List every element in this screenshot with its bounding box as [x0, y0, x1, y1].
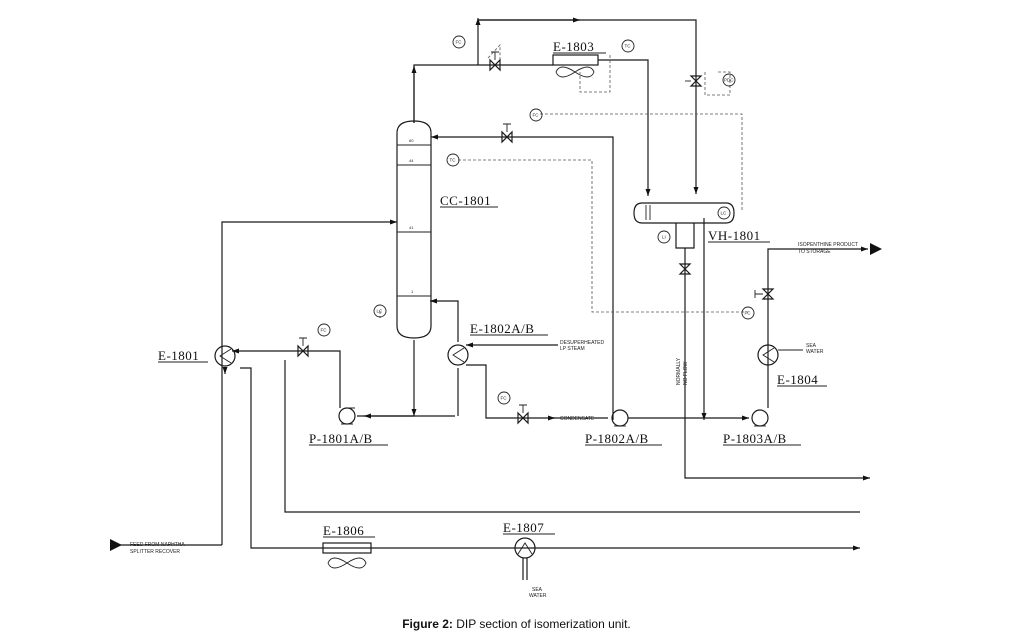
svg-text:FC: FC: [533, 113, 540, 118]
e-1804-label: E-1804: [777, 372, 818, 387]
control-lines: [379, 43, 748, 318]
air-cooler-e-1806[interactable]: [322, 542, 372, 569]
column-cc-1801[interactable]: 60 44 41 1: [396, 120, 432, 339]
product-label-2: TO STORAGE: [798, 249, 831, 255]
fc-reflux-instrument[interactable]: FC: [529, 108, 543, 122]
exchanger-e-1801[interactable]: [214, 345, 236, 367]
svg-text:FC: FC: [501, 396, 508, 401]
lc-column-instrument[interactable]: LC: [373, 304, 387, 318]
tray-41: 41: [409, 225, 414, 230]
p-1802-label: P-1802A/B: [585, 431, 649, 446]
svg-text:FC: FC: [321, 328, 328, 333]
e-1806-label: E-1806: [323, 523, 364, 538]
reboiler-e-1802[interactable]: [447, 344, 469, 366]
feed-label-1: FEED FROM NAPHTHA: [130, 542, 185, 548]
steam-label-2: LP STEAM: [560, 346, 585, 352]
svg-text:FC: FC: [456, 40, 463, 45]
feed-label-2: SPLITTER RECOVER: [130, 549, 180, 555]
p-1803-label: P-1803A/B: [723, 431, 787, 446]
valve-condensate[interactable]: [517, 411, 529, 425]
pdc-instrument[interactable]: PDC: [722, 73, 736, 87]
valve-reflux[interactable]: [501, 130, 513, 144]
valve-drum-outlet[interactable]: [678, 263, 692, 275]
valve-bottoms[interactable]: [297, 344, 309, 358]
svg-text:TC: TC: [450, 158, 457, 163]
pump-p-1802[interactable]: [611, 409, 629, 427]
cooler-e-1807[interactable]: [514, 537, 536, 559]
vh-1801-label: VH-1801: [708, 228, 761, 243]
fc-product-instrument[interactable]: FC: [741, 306, 755, 320]
e-1807-label: E-1807: [503, 520, 544, 535]
e-1801-label: E-1801: [158, 348, 199, 363]
sea-water-e1807-1: SEA: [532, 587, 543, 593]
pid-diagram: 60 44 41 1 CC-1801 E-1803 VH-1801 E-1801…: [110, 17, 882, 599]
product-label-1: ISOPENTHINE PRODUCT: [798, 242, 858, 248]
lc-drum-instrument[interactable]: LC: [717, 206, 731, 220]
svg-text:LC: LC: [721, 211, 728, 216]
figure-caption: Figure 2: DIP section of isomerization u…: [0, 617, 1033, 631]
svg-text:TC: TC: [625, 44, 632, 49]
pump-p-1801[interactable]: [338, 407, 356, 425]
valve-pdc[interactable]: [689, 75, 703, 87]
tray-44: 44: [409, 158, 414, 163]
valves: [297, 51, 775, 425]
air-cooler-e-1803[interactable]: [552, 54, 599, 78]
e-1803-label: E-1803: [553, 39, 594, 54]
steam-label-1: DESUPERHEATED: [560, 340, 604, 346]
valve-overhead[interactable]: [489, 58, 501, 72]
svg-text:LI: LI: [662, 235, 666, 240]
svg-text:PDC: PDC: [724, 78, 734, 83]
condensate-label: CONDENSATE: [560, 416, 595, 422]
fc-overhead-instrument[interactable]: FC: [452, 35, 466, 49]
sea-water-e1804-2: WATER: [806, 349, 824, 355]
svg-text:LC: LC: [377, 309, 384, 314]
fc-bottoms-instrument[interactable]: FC: [317, 323, 331, 337]
tc-overhead-instrument[interactable]: TC: [621, 39, 635, 53]
no-flow-label-2: NO FLOW: [683, 361, 689, 385]
e-1802-label: E-1802A/B: [470, 321, 534, 336]
li-drum-instrument[interactable]: LI: [657, 230, 671, 244]
feed-terminal: [110, 539, 122, 551]
product-terminal: [870, 243, 882, 255]
instruments: FC TC PDC FC TC LC LI LC: [317, 35, 755, 405]
reflux-drum-vh-1801[interactable]: [633, 202, 735, 249]
sea-water-e1807-2: WATER: [529, 593, 547, 599]
caption-text: DIP section of isomerization unit.: [452, 617, 631, 631]
p-1801-label: P-1801A/B: [309, 431, 373, 446]
no-flow-label-1: NORMALLY: [676, 357, 682, 385]
sea-water-e1804-1: SEA: [806, 343, 817, 349]
process-lines: [110, 17, 870, 580]
cooler-e-1804[interactable]: [757, 344, 779, 366]
tray-1: 1: [411, 289, 414, 294]
svg-text:FC: FC: [745, 311, 752, 316]
column-label: CC-1801: [440, 193, 491, 208]
fc-condensate-instrument[interactable]: FC: [497, 391, 511, 405]
tc-column-instrument[interactable]: TC: [446, 153, 460, 167]
valve-product[interactable]: [761, 288, 775, 300]
tray-60: 60: [409, 138, 414, 143]
caption-label: Figure 2:: [402, 617, 453, 631]
pump-p-1803[interactable]: [751, 409, 769, 427]
